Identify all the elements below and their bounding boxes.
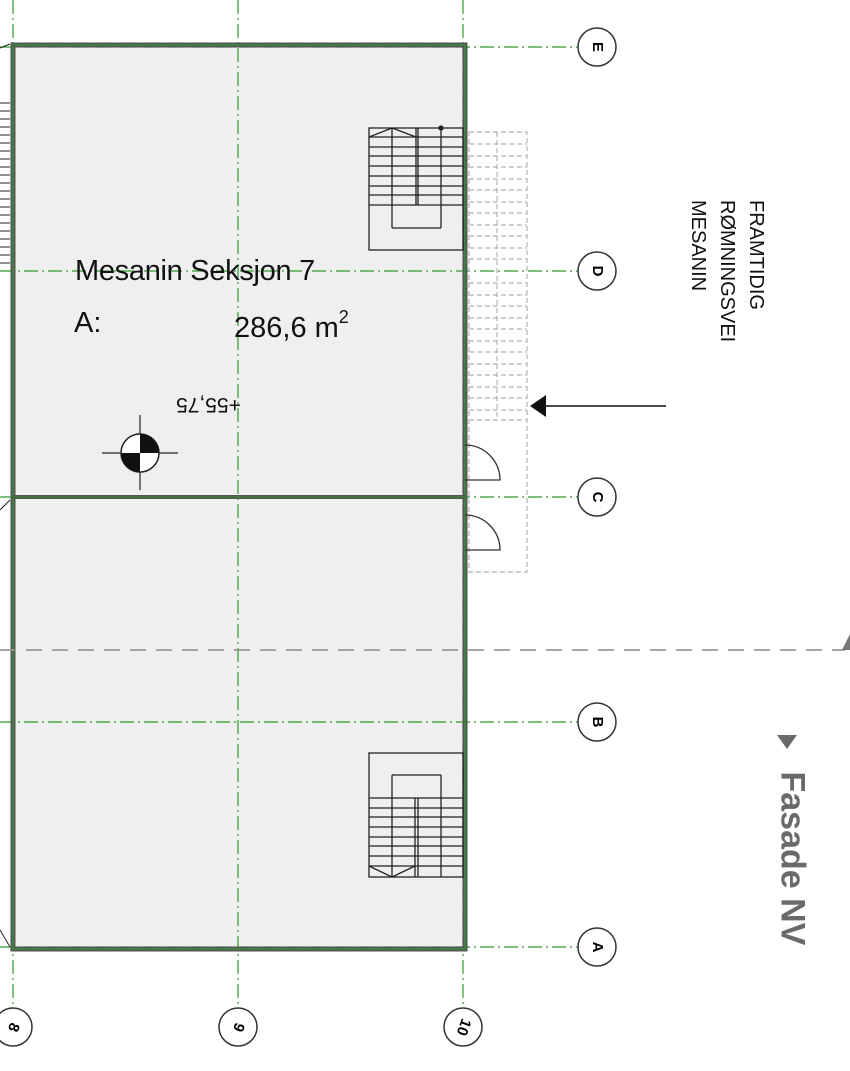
facade-label: Fasade NV	[773, 771, 812, 946]
grid-bubbles-horizontal	[577, 27, 617, 967]
grid-label-E: E	[589, 41, 606, 52]
area-unit-superscript: 2	[338, 307, 349, 327]
escape-note-line1: FRAMTIDIG	[745, 200, 767, 310]
area-label: A:	[74, 307, 102, 339]
grid-label-A: A	[589, 941, 606, 953]
grid-bubbles-vertical	[0, 1007, 483, 1047]
left-stair-fragment	[0, 43, 11, 948]
facade-marker-icon	[777, 735, 797, 749]
area-value: 286,6 m2	[234, 307, 349, 345]
grid-label-C: C	[589, 491, 606, 503]
escape-arrow-icon	[530, 395, 546, 417]
future-escape-route	[468, 131, 528, 573]
level-marker-icon	[102, 415, 178, 490]
area-number: 286,6 m	[234, 312, 339, 344]
grid-label-B: B	[589, 716, 606, 728]
escape-note-line2: RØMNINGSVEI	[716, 200, 738, 343]
stair-upper	[368, 125, 464, 251]
escape-note-line3: MESANIN	[687, 200, 709, 292]
walls	[10, 42, 468, 952]
section-arrow-icon	[842, 634, 850, 650]
room-name: Mesanin Seksjon 7	[75, 255, 315, 287]
door-upper	[464, 444, 501, 481]
stair-lower	[368, 752, 464, 878]
escape-note: FRAMTIDIG RØMNINGSVEI MESANIN	[680, 200, 770, 450]
door-lower	[464, 514, 501, 551]
floor-area-lower	[13, 497, 465, 949]
level-marker-text: +55,75	[176, 393, 241, 416]
grid-label-D: D	[589, 265, 606, 277]
